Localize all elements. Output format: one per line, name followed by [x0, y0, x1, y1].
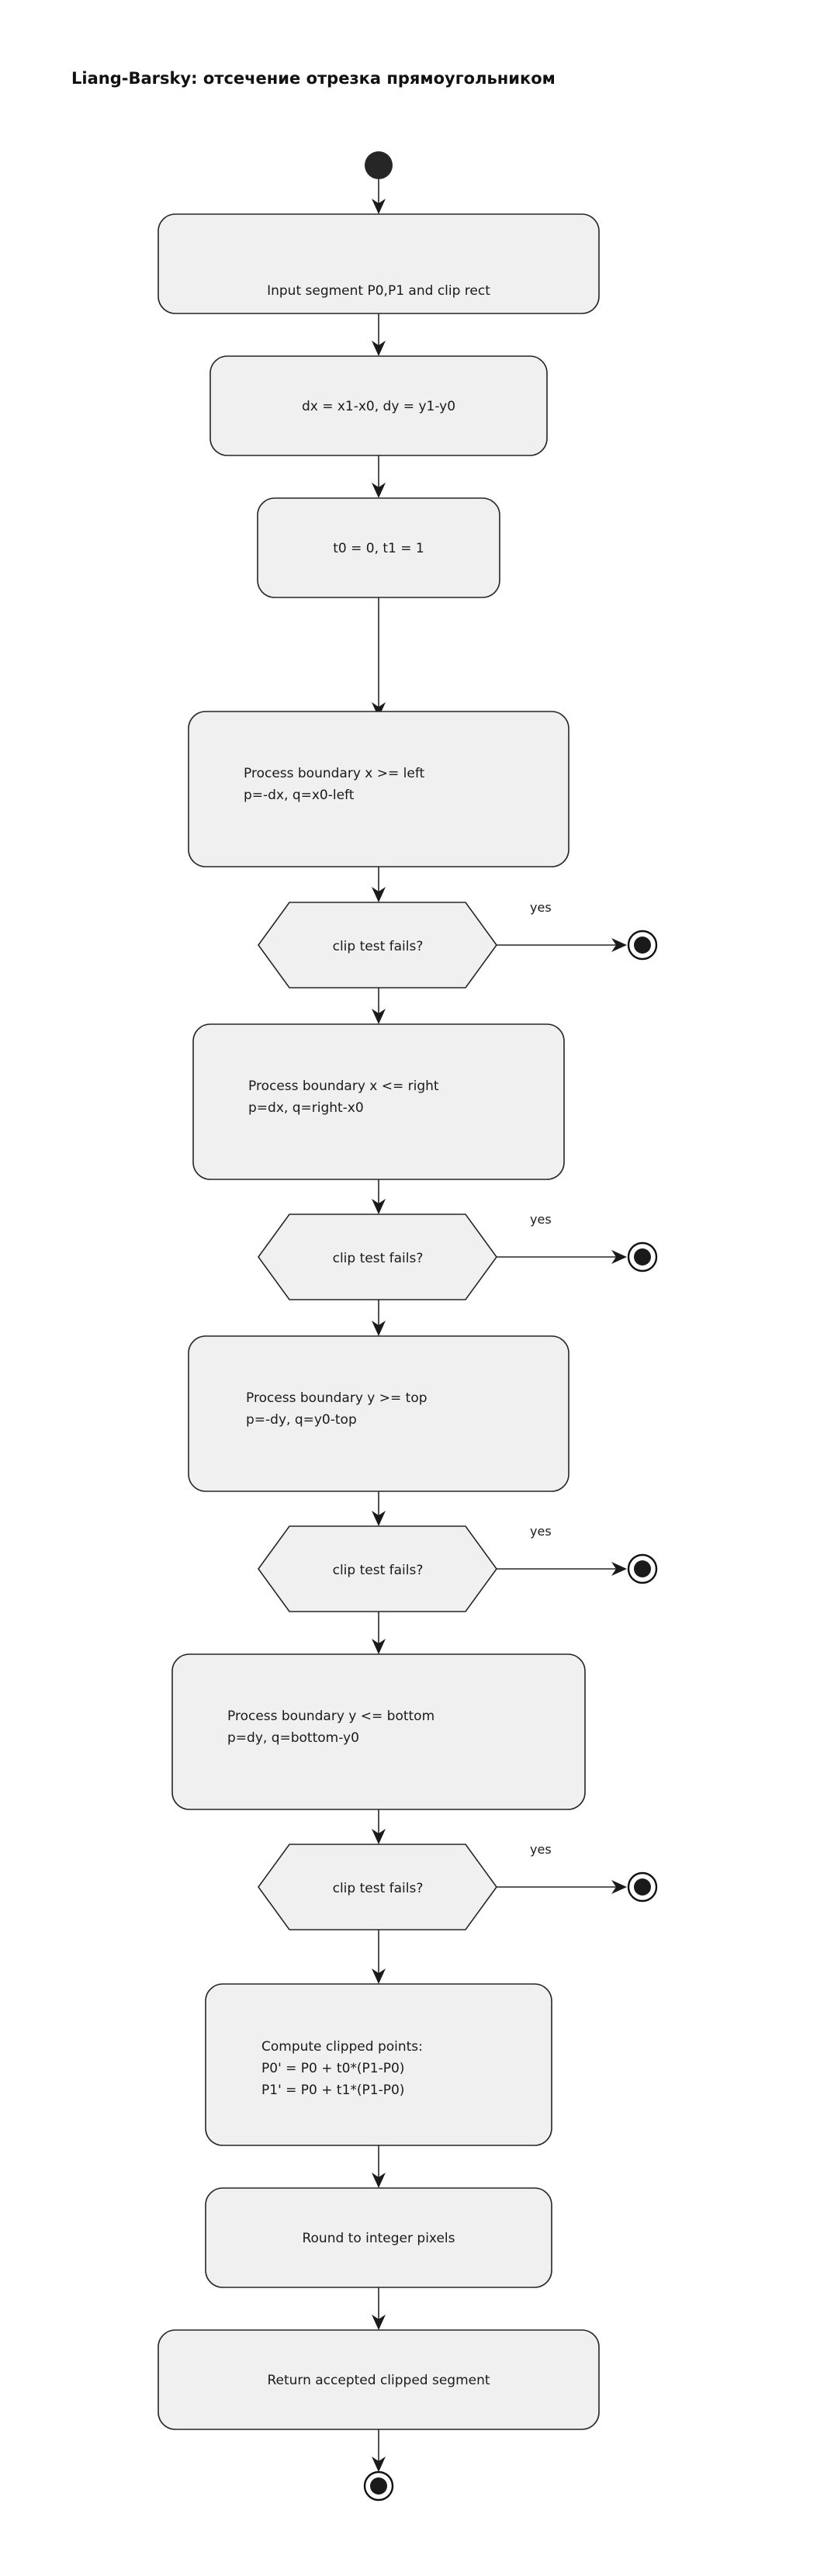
node-label: t0 = 0, t1 = 1 — [333, 541, 424, 556]
decision-clip-test-3[interactable]: clip test fails? — [258, 1525, 497, 1612]
edge-n4-to-d1 — [372, 867, 386, 902]
edge-d3-to-n7 — [372, 1612, 386, 1654]
edge-d4-yes: yes — [497, 1842, 627, 1894]
end-node-3[interactable] — [627, 1553, 658, 1584]
edge-label-yes: yes — [530, 900, 552, 915]
node-boundary-y-bottom[interactable]: Process boundary y <= bottom p=dy, q=bot… — [171, 1653, 586, 1810]
end-node-final[interactable] — [363, 2470, 394, 2502]
node-boundary-x-left[interactable]: Process boundary x >= left p=-dx, q=x0-l… — [188, 711, 569, 867]
decision-clip-test-2[interactable]: clip test fails? — [258, 1214, 497, 1300]
node-label-line2: p=-dx, q=x0-left — [244, 788, 355, 803]
edge-n6-to-d3 — [372, 1491, 386, 1526]
edge-label-yes: yes — [530, 1212, 552, 1227]
edge-n1-to-n2 — [372, 313, 386, 356]
decision-label: clip test fails? — [333, 1881, 424, 1896]
node-label-line2: p=dy, q=bottom-y0 — [227, 1730, 359, 1746]
node-label-line1: Process boundary x <= right — [248, 1079, 439, 1094]
node-label-line1: Process boundary y >= top — [246, 1390, 428, 1406]
node-compute-deltas[interactable]: dx = x1-x0, dy = y1-y0 — [209, 355, 548, 456]
edge-n10-to-end — [372, 2429, 386, 2472]
edge-d1-to-n5 — [372, 988, 386, 1024]
edge-n8-to-n9 — [372, 2145, 386, 2188]
decision-label: clip test fails? — [333, 1251, 424, 1266]
decision-clip-test-1[interactable]: clip test fails? — [258, 902, 497, 989]
node-init-parameters[interactable]: t0 = 0, t1 = 1 — [257, 497, 500, 598]
node-label: Return accepted clipped segment — [267, 2373, 490, 2388]
edge-label-yes: yes — [530, 1524, 552, 1539]
node-return-segment[interactable]: Return accepted clipped segment — [158, 2329, 600, 2430]
page-title: Liang-Barsky: отсечение отрезка прямоуго… — [71, 69, 556, 88]
end-node-2[interactable] — [627, 1241, 658, 1272]
edge-d4-to-n8 — [372, 1930, 386, 1984]
node-input-segment[interactable]: Input segment P0,P1 and clip rect — [158, 213, 600, 314]
start-node[interactable] — [365, 151, 393, 179]
decision-clip-test-4[interactable]: clip test fails? — [258, 1844, 497, 1930]
edge-n3-to-n4 — [372, 597, 386, 718]
decision-label: clip test fails? — [333, 939, 424, 954]
node-label-line1: Process boundary y <= bottom — [227, 1709, 434, 1724]
node-label-line3: P1' = P0 + t1*(P1-P0) — [261, 2083, 404, 2098]
node-boundary-x-right[interactable]: Process boundary x <= right p=dx, q=righ… — [192, 1023, 565, 1180]
node-label: dx = x1-x0, dy = y1-y0 — [302, 399, 455, 414]
node-label: Round to integer pixels — [302, 2231, 455, 2246]
node-compute-clipped-points[interactable]: Compute clipped points: P0' = P0 + t0*(P… — [205, 1983, 552, 2146]
node-label-line1: Process boundary x >= left — [244, 766, 425, 781]
edge-d2-yes: yes — [497, 1212, 627, 1264]
edge-start-to-n1 — [372, 179, 386, 214]
node-round-to-pixels[interactable]: Round to integer pixels — [205, 2187, 552, 2288]
node-label-line1: Compute clipped points: — [261, 2039, 423, 2055]
edge-n5-to-d2 — [372, 1179, 386, 1214]
edge-n2-to-n3 — [372, 455, 386, 498]
end-node-4[interactable] — [627, 1871, 658, 1903]
node-label-line2: P0' = P0 + t0*(P1-P0) — [261, 2061, 404, 2076]
edge-d1-yes: yes — [497, 900, 627, 952]
decision-label: clip test fails? — [333, 1563, 424, 1578]
edge-label-yes: yes — [530, 1842, 552, 1857]
node-label: Input segment P0,P1 and clip rect — [267, 283, 490, 299]
edge-n7-to-d4 — [372, 1809, 386, 1844]
end-node-1[interactable] — [627, 930, 658, 961]
edge-n9-to-n10 — [372, 2287, 386, 2330]
node-label-line2: p=-dy, q=y0-top — [246, 1412, 357, 1428]
edge-d3-yes: yes — [497, 1524, 627, 1576]
node-boundary-y-top[interactable]: Process boundary y >= top p=-dy, q=y0-to… — [188, 1335, 569, 1492]
node-label-line2: p=dx, q=right-x0 — [248, 1100, 364, 1116]
edge-d2-to-n6 — [372, 1300, 386, 1336]
